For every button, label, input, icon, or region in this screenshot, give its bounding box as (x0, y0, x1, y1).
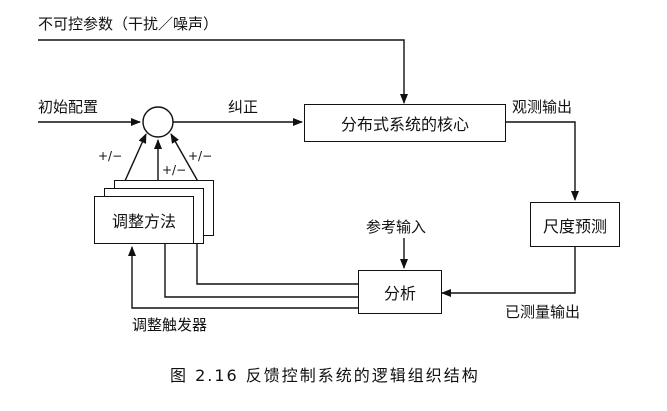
analysis-feedback-line-2 (164, 244, 358, 298)
sign-label-3: +/− (188, 149, 213, 163)
sign-label-2: +/− (162, 163, 187, 177)
measured-output-arrow (441, 247, 576, 297)
scale-predict-box: 尺度预测 (530, 202, 620, 247)
adjust-method-box: 调整方法 (94, 196, 194, 244)
core-label: 分布式系统的核心 (340, 115, 469, 134)
core-box: 分布式系统的核心 (304, 104, 506, 142)
summing-junction (142, 106, 174, 138)
adjust-trigger-label: 调整触发器 (132, 316, 208, 334)
disturbance-arrow (38, 39, 408, 104)
reference-input-label: 参考输入 (366, 218, 427, 236)
adjust-trigger-arrow (128, 246, 358, 309)
correction-label: 纠正 (228, 98, 259, 116)
analysis-label: 分析 (383, 284, 416, 303)
analysis-box: 分析 (358, 270, 442, 314)
initial-config-label: 初始配置 (38, 98, 99, 116)
adjust-arrow-3 (170, 133, 201, 186)
adjust-method-label: 调整方法 (111, 212, 176, 231)
measured-output-label: 已测量输出 (505, 303, 581, 321)
disturbance-label: 不可控参数（干扰／噪声） (38, 15, 219, 33)
sign-label-1: +/− (98, 149, 123, 163)
analysis-feedback-line-1 (196, 240, 358, 285)
observed-output-label: 观测输出 (512, 98, 573, 116)
figure-caption: 图 2.16 反馈控制系统的逻辑组织结构 (170, 366, 480, 385)
scale-predict-label: 尺度预测 (542, 216, 607, 236)
observed-output-arrow (506, 121, 579, 201)
